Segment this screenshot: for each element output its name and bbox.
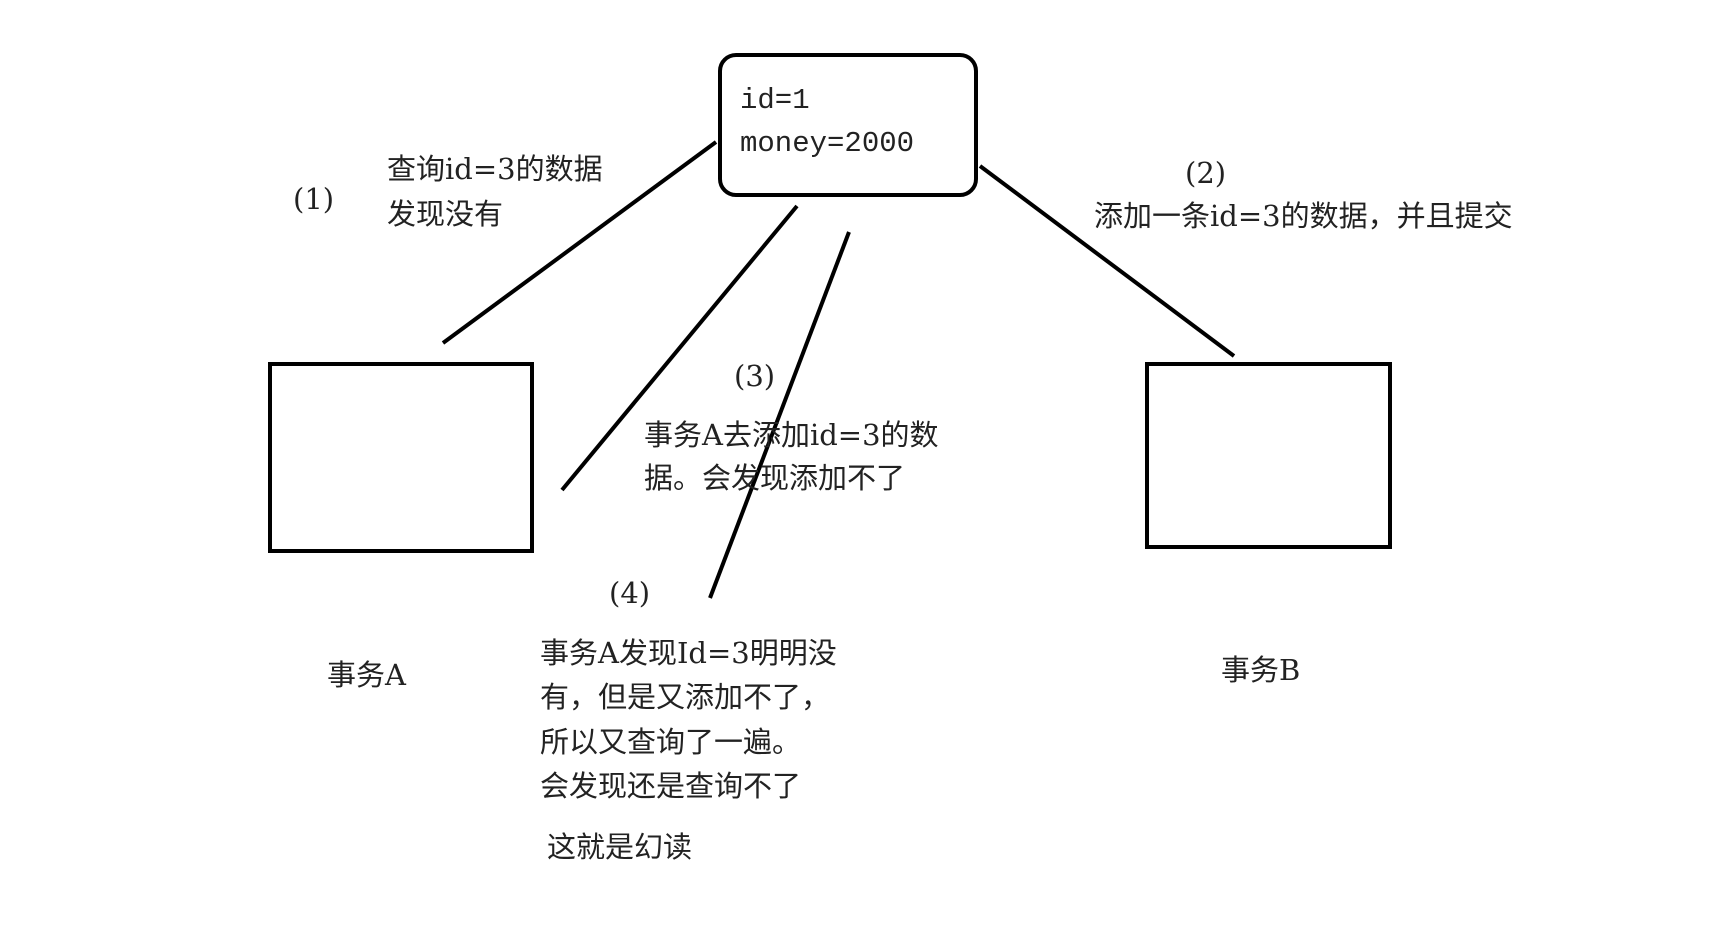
step-4-text-line: 有，但是又添加不了， (540, 680, 831, 714)
record-box (718, 53, 978, 197)
step-4-text-line: 会发现还是查询不了 (540, 769, 802, 803)
step-3-text-line: 据。会发现添加不了 (644, 461, 906, 495)
step-4-label: (4) (609, 576, 651, 610)
record-id: id=1 (740, 84, 810, 117)
step-1-label: (1) (293, 182, 335, 216)
transaction-b-box (1145, 362, 1392, 549)
record-money: money=2000 (740, 127, 915, 160)
connector-step-1 (441, 140, 718, 345)
conclusion-text: 这就是幻读 (547, 830, 693, 864)
step-3-label: (3) (734, 359, 776, 393)
step-1-text-line: 查询id=3的数据 (387, 152, 603, 186)
connector-step-3 (560, 204, 799, 492)
connector-step-4 (708, 231, 851, 599)
step-2-text-line: 添加一条id=3的数据，并且提交 (1094, 199, 1513, 233)
step-4-text-line: 所以又查询了一遍。 (540, 725, 802, 759)
step-1-text-line: 发现没有 (387, 197, 504, 231)
connector-step-2 (978, 164, 1236, 358)
step-4-text-line: 事务A发现Id=3明明没 (540, 636, 837, 670)
transaction-b-label: 事务B (1221, 653, 1301, 687)
transaction-a-label: 事务A (327, 658, 406, 692)
step-3-text-line: 事务A去添加id=3的数 (644, 418, 939, 452)
step-2-label: (2) (1185, 156, 1227, 190)
transaction-a-box (268, 362, 534, 553)
